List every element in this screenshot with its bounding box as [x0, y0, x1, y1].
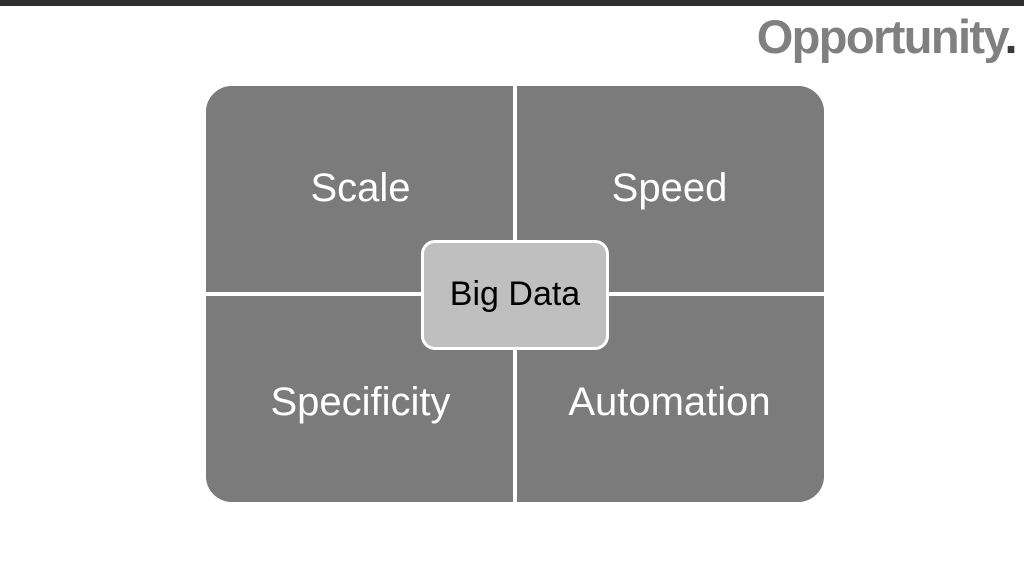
- quadrant-speed-label: Speed: [611, 166, 728, 210]
- quadrant-specificity[interactable]: Specificity: [206, 294, 515, 502]
- page-title-text: Opportunity: [756, 10, 1006, 63]
- page-title: Opportunity.: [756, 10, 1018, 63]
- page-title-period: .: [1004, 10, 1018, 63]
- center-node-label: Big Data: [449, 275, 581, 313]
- quadrant-grid: Scale Speed Specificity Automation: [206, 86, 824, 502]
- quadrant-diagram: Scale Speed Specificity Automation: [206, 86, 824, 502]
- quadrant-automation-label: Automation: [568, 380, 771, 424]
- top-accent-bar: [0, 0, 1024, 6]
- center-node-big-data[interactable]: Big Data: [421, 240, 609, 350]
- quadrant-specificity-label: Specificity: [270, 380, 451, 424]
- quadrant-scale-label: Scale: [310, 166, 411, 210]
